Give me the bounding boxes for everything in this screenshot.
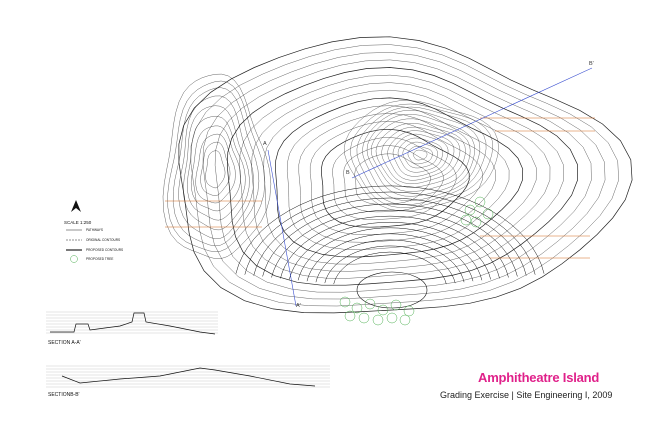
scale-label: SCALE 1:250 [64,220,92,225]
section-profiles [46,311,330,388]
contour-line [226,67,578,286]
amphitheatre-seating [235,185,545,309]
contour-line [191,125,241,212]
north-arrow-icon [71,200,81,212]
section-b-label: SECTIONB-B' [48,392,80,398]
tree-icon [470,216,482,228]
contour-line [195,133,236,204]
seating-row [297,227,483,281]
hill-contour [344,100,499,212]
drawing-subtitle: Grading Exercise | Site Engineering I, 2… [440,390,613,400]
contour-line [183,105,250,231]
contour-line [178,95,254,239]
hill-contour [366,114,475,197]
seating-row [289,222,491,280]
contour-lines [162,36,633,314]
contour-line [310,121,483,235]
legend-tree-icon [70,255,78,263]
callout-leaders [165,117,595,259]
tree-icon [390,299,402,311]
tree-icon [339,296,351,308]
hill-contour [413,149,428,161]
contour-line [162,73,272,259]
seating-row [253,197,527,276]
legend-label-proposed-contours: PROPOSED CONTOURS [86,248,124,252]
contour-line [187,116,246,221]
hill-contour [402,141,438,169]
tree-icon [358,312,370,324]
contour-line [354,153,431,205]
hill-contour [387,130,455,181]
section-b-profile [61,367,316,387]
contour-line [332,137,457,220]
seating-row [262,203,518,277]
section-cut-lines [267,67,593,307]
seating-row [280,215,500,279]
tree-icon [364,298,376,310]
tree-icon [399,314,411,326]
seating-row [235,185,545,274]
tree-icon [386,312,398,324]
seating-row [271,209,509,278]
hill-contour [350,103,493,208]
tree-icon [464,204,476,216]
contour-line [202,52,606,300]
tree-icon [377,304,389,316]
tree-icon [474,196,486,208]
contour-line [200,141,231,196]
tree-icon [372,314,384,326]
seating-row [315,239,465,283]
hill-contour [381,126,461,184]
stage-outline [356,271,428,309]
hill-contour [375,123,466,188]
section-line-b [351,67,593,179]
section-marker-a: A [263,141,267,147]
contour-line [178,36,633,314]
tree-icon [460,214,472,226]
seating-row [333,251,447,285]
contour-line [298,113,496,243]
legend-label-original-contours: ORIGINAL CONTOURS [86,238,121,242]
tree-icon [344,310,356,322]
legend-label-pathways: PATHWAYS [86,228,104,232]
contour-line [275,97,524,258]
seating-row [324,245,456,284]
section-a-profile [50,312,216,335]
hill-contours [344,100,499,212]
section-line-a [267,149,297,307]
contour-line [251,82,551,272]
legend-label-proposed-tree: PROPOSED TREE [86,257,114,261]
hill-contour [371,118,471,192]
contour-line [173,87,260,247]
section-marker-a-prime: A' [296,303,301,309]
contour-line [190,44,619,307]
contour-line [214,59,592,293]
contour-line [205,150,226,189]
proposed-trees [339,196,494,326]
section-a-label: SECTION A-A' [48,340,81,346]
legend-symbols [66,229,82,263]
hill-contour [392,133,449,177]
contour-line [343,145,444,213]
hill-contour [362,110,481,201]
section-marker-b-prime: B' [589,61,594,67]
hill-contour [397,137,443,173]
contour-line [167,80,266,252]
section-marker-b: B [346,170,350,176]
tree-icon [403,305,415,317]
drawing-title: Amphitheatre Island [478,370,600,385]
tree-icon [351,302,363,314]
contour-line [263,90,537,265]
tree-icon [482,208,494,220]
seating-row [306,233,474,282]
hill-contour [407,146,433,165]
